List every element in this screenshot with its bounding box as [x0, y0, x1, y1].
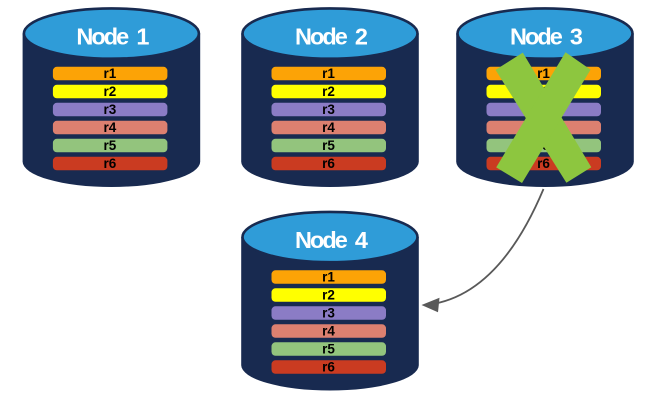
svg-text:r1: r1	[322, 270, 335, 285]
svg-text:r6: r6	[322, 360, 335, 375]
svg-text:r1: r1	[104, 66, 117, 81]
svg-text:r5: r5	[322, 342, 335, 357]
svg-text:r4: r4	[104, 120, 117, 135]
svg-text:Node 2: Node 2	[295, 23, 368, 49]
svg-text:r1: r1	[537, 66, 550, 81]
svg-text:r3: r3	[104, 102, 117, 117]
svg-text:r2: r2	[322, 288, 335, 303]
svg-text:r6: r6	[322, 156, 335, 171]
svg-text:Node 1: Node 1	[76, 23, 149, 49]
svg-text:r1: r1	[322, 66, 335, 81]
svg-text:r5: r5	[322, 138, 335, 153]
svg-text:r4: r4	[322, 120, 335, 135]
svg-text:Node 3: Node 3	[510, 23, 583, 49]
svg-text:r4: r4	[322, 324, 335, 339]
svg-text:r3: r3	[322, 102, 335, 117]
svg-text:r2: r2	[104, 84, 117, 99]
svg-text:r6: r6	[537, 156, 550, 171]
svg-text:r5: r5	[104, 138, 117, 153]
svg-text:r6: r6	[104, 156, 117, 171]
svg-text:Node 4: Node 4	[295, 227, 368, 253]
svg-text:r3: r3	[322, 306, 335, 321]
svg-text:r2: r2	[322, 84, 335, 99]
